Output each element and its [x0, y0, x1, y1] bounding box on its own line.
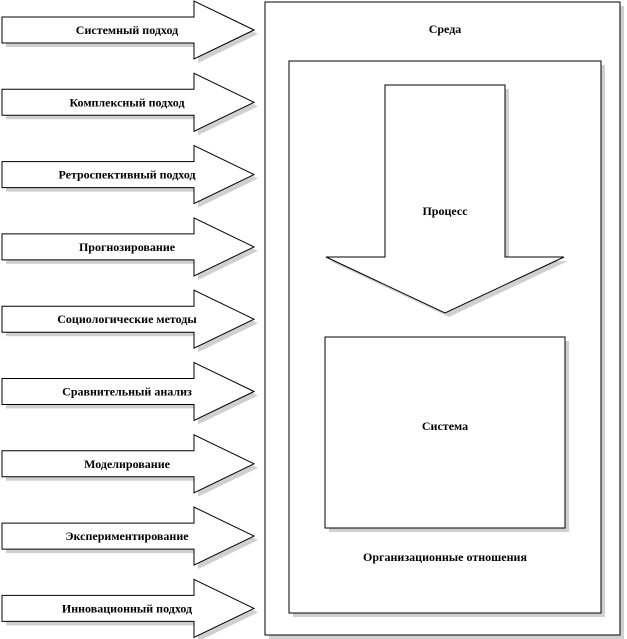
- approach-label: Социологические методы: [57, 312, 197, 326]
- process-arrow-shape: [325, 84, 565, 314]
- approach-label: Комплексный подход: [69, 95, 184, 109]
- process-arrow: Процесс: [325, 84, 568, 317]
- approach-arrow: Инновационный подход: [1, 578, 258, 639]
- approach-arrow: Системный подход: [1, 0, 258, 63]
- approach-label: Экспериментирование: [65, 529, 189, 543]
- process-label: Процесс: [422, 204, 468, 218]
- approach-arrow-shape: [1, 289, 256, 349]
- approach-arrow-shape: [1, 0, 256, 60]
- organizational-relations-label: Организационные отношения: [363, 550, 527, 564]
- environment-label: Среда: [429, 22, 462, 36]
- system-label: Система: [422, 419, 468, 433]
- approach-arrow-shape: [1, 361, 256, 422]
- approach-arrow-shape: [1, 434, 256, 494]
- approach-label: Сравнительный анализ: [62, 385, 192, 399]
- approach-label: Моделирование: [84, 457, 171, 471]
- approach-arrow: Моделирование: [1, 434, 258, 497]
- system-box: Система: [324, 336, 569, 532]
- approach-arrow-shape: [1, 506, 256, 566]
- approach-arrow: Ретроспективный подход: [1, 144, 258, 208]
- approach-label: Ретроспективный подход: [58, 168, 195, 182]
- approach-arrow-shape: [1, 217, 256, 277]
- system-box-border: [324, 336, 566, 529]
- approach-label: Инновационный подход: [62, 601, 192, 615]
- approach-arrow: Сравнительный анализ: [1, 361, 258, 425]
- approach-arrow-shape: [1, 144, 256, 205]
- approach-arrow: Комплексный подход: [1, 72, 258, 136]
- approach-label: Системный подход: [76, 23, 178, 37]
- approach-label: Прогнозирование: [79, 240, 176, 254]
- approach-arrow: Прогнозирование: [1, 217, 258, 280]
- approach-arrow-shape: [1, 72, 256, 133]
- approach-arrow-shape: [1, 578, 256, 639]
- approach-arrow: Социологические методы: [1, 289, 258, 353]
- approach-arrow: Экспериментирование: [1, 506, 258, 570]
